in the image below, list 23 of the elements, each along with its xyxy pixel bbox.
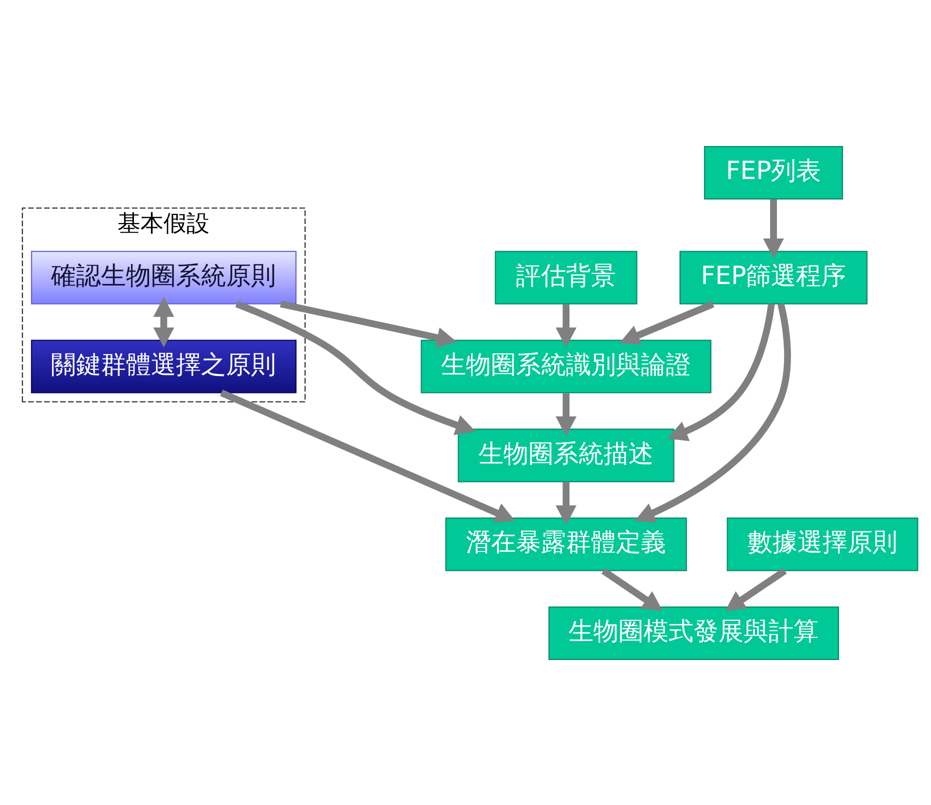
node-box: 數據選擇原則 bbox=[726, 517, 918, 571]
arrow bbox=[556, 304, 577, 347]
arrow bbox=[620, 300, 714, 345]
arrow bbox=[667, 303, 775, 441]
arrow bbox=[556, 392, 577, 436]
arrow bbox=[556, 482, 577, 525]
node-box: 生物圈系統描述 bbox=[458, 428, 674, 482]
node-box: 關鍵群體選擇之原則 bbox=[30, 339, 297, 393]
arrow bbox=[280, 300, 457, 348]
arrow bbox=[220, 389, 516, 522]
node-box: 生物圈系統識別與論證 bbox=[420, 339, 712, 393]
arrow bbox=[601, 567, 663, 611]
node-box: FEP列表 bbox=[704, 146, 844, 200]
arrow bbox=[634, 302, 791, 522]
arrow bbox=[153, 296, 174, 347]
node-box: 評估背景 bbox=[494, 250, 638, 304]
arrow bbox=[725, 567, 787, 611]
arrow bbox=[235, 300, 476, 435]
node-box: 確認生物圈系統原則 bbox=[30, 250, 297, 304]
node-box: 生物圈模式發展與計算 bbox=[548, 606, 840, 660]
arrow bbox=[763, 198, 784, 258]
node-box: FEP篩選程序 bbox=[679, 250, 868, 304]
node-box: 潛在暴露群體定義 bbox=[445, 517, 687, 571]
